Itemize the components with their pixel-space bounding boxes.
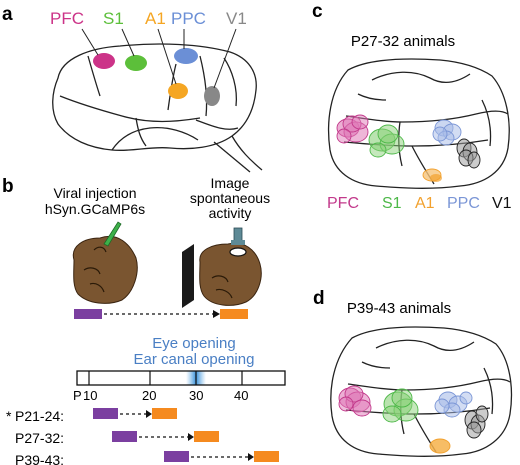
lateral-region-spots (93, 48, 220, 106)
imaging-label-line3: activity (209, 205, 252, 221)
lateral-region-labels: PFC S1 A1 PPC V1 (50, 9, 247, 28)
dorsal-brain-d (330, 326, 513, 457)
ear-opening-label: Ear canal opening (134, 351, 255, 368)
panel-c-title: P27-32 animals (351, 33, 455, 50)
region-spot-a1 (168, 83, 188, 99)
eye-opening-label: Eye opening (152, 335, 235, 352)
region-label-a1: A1 (145, 9, 166, 28)
group-label-p21-24: P21-24: (15, 408, 64, 424)
dorsal-brain-c (327, 58, 510, 189)
age-timeline: P 10 20 30 40 (73, 370, 286, 403)
group-label-p27-32: P27-32: (15, 430, 64, 446)
tick-label-30: 30 (189, 388, 203, 403)
pup-injection-illustration (72, 221, 138, 304)
tick-label-10: 10 (83, 388, 97, 403)
imaging-label-line2: spontaneous (190, 190, 270, 206)
panel-d-title: P39-43 animals (347, 300, 451, 317)
imaging-screen (182, 244, 194, 308)
panel-letter-d: d (313, 288, 325, 309)
group-row-p21-24 (93, 408, 177, 419)
tick-label-40: 40 (234, 388, 248, 403)
group-row-p27-32 (112, 431, 219, 442)
syringe-icon (103, 221, 122, 247)
region-spot-v1 (204, 86, 220, 106)
panel-letter-c: c (312, 1, 323, 22)
injection-bar (74, 309, 102, 319)
region-label-s1: S1 (103, 9, 124, 28)
region-label-ppc: PPC (171, 9, 206, 28)
lateral-brain-drawing (52, 43, 263, 173)
imaging-bar (220, 309, 248, 319)
legend-v1: V1 (492, 195, 512, 212)
age-groups: * P21-24: P27-32: P39-43: (6, 408, 279, 465)
injection-label-line1: Viral injection (53, 185, 136, 201)
region-spot-ppc (174, 48, 198, 64)
legend-a1: A1 (415, 195, 435, 212)
group-asterisk: * (6, 408, 12, 424)
cranial-window (229, 247, 247, 257)
region-label-pfc: PFC (50, 9, 84, 28)
spots-c (336, 114, 481, 182)
tick-label-20: 20 (142, 388, 156, 403)
legend-ppc: PPC (447, 195, 480, 212)
microscope-objective-icon (233, 227, 243, 243)
group-label-p39-43: P39-43: (15, 452, 64, 465)
lateral-leader-lines (81, 28, 237, 89)
region-spot-s1 (125, 55, 147, 71)
panel-letter-b: b (2, 176, 14, 197)
group-row-p39-43 (164, 451, 279, 462)
spots-d (338, 385, 489, 454)
imaging-label-line1: Image (211, 175, 250, 191)
region-legend: PFC S1 A1 PPC V1 (327, 195, 512, 212)
region-spot-pfc (93, 53, 115, 69)
injection-label-line2: hSyn.GCaMP6s (45, 201, 145, 217)
pup-imaging-illustration (182, 227, 262, 308)
legend-pfc: PFC (327, 195, 359, 212)
timeline-prefix: P (73, 388, 82, 403)
region-label-v1: V1 (226, 9, 247, 28)
legend-s1: S1 (382, 195, 402, 212)
procedure-arrow (74, 309, 248, 319)
panel-letter-a: a (2, 4, 13, 25)
